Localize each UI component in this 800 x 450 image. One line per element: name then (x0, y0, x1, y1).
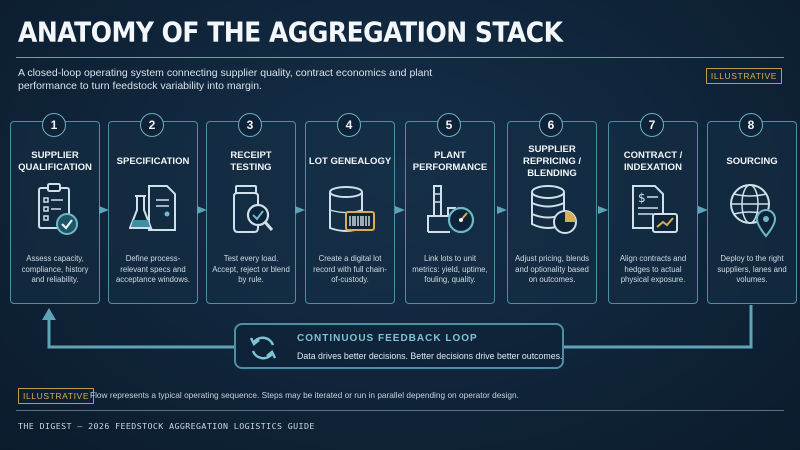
step-title: SUPPLIER QUALIFICATION (18, 150, 92, 173)
step-number: 5 (437, 113, 461, 137)
footer-credit: THE DIGEST — 2026 FEEDSTOCK AGGREGATION … (18, 421, 315, 431)
flow-arrow-icon (497, 206, 507, 214)
jar-magnifier-icon (233, 185, 274, 233)
step-card-4: 4 LOT GENEALOGY Create a digital lot rec… (305, 113, 395, 304)
refresh-cycle-icon (249, 336, 277, 360)
step-title: SUPPLIER REPRICING / BLENDING (522, 144, 582, 179)
step-description: Define process-relevant specs and accept… (115, 254, 191, 284)
illustrative-badge: ILLUSTRATIVE (18, 388, 95, 404)
step-title: CONTRACT / INDEXATION (623, 150, 683, 173)
database-pie-icon (531, 185, 577, 234)
feedback-loop-box: CONTINUOUS FEEDBACK LOOP Data drives bet… (234, 323, 564, 369)
contract-chart-icon: $ (632, 185, 678, 233)
tank-barcode-icon (329, 186, 375, 232)
step-number: 3 (238, 113, 262, 137)
svg-text:$: $ (638, 191, 646, 205)
step-description: Assess capacity, compliance, history and… (21, 254, 89, 284)
step-number: 8 (739, 113, 763, 137)
step-description: Test every load. Accept, reject or blend… (212, 254, 290, 284)
step-title: RECEIPT TESTING (230, 150, 272, 173)
note-text: Flow represents a typical operating sequ… (90, 390, 519, 400)
step-title: PLANT PERFORMANCE (412, 150, 488, 173)
flow-arrow-icon (99, 206, 109, 214)
step-number: 4 (337, 113, 361, 137)
step-card-7: 7 CONTRACT / INDEXATION $ Align contract… (608, 113, 698, 304)
step-card-6: 6 SUPPLIER REPRICING / BLENDING Adjust p… (507, 113, 597, 304)
flow-arrow-icon (395, 206, 405, 214)
step-number: 7 (640, 113, 664, 137)
step-description: Align contracts and hedges to actual phy… (619, 254, 687, 284)
step-description: Adjust pricing, blends and optionality b… (514, 254, 590, 284)
flow-arrow-icon (197, 206, 207, 214)
feedback-loop-title: CONTINUOUS FEEDBACK LOOP (297, 333, 478, 344)
step-card-5: 5 PLANT PERFORMANCE Link lots to unit me… (405, 113, 495, 304)
step-description: Link lots to unit metrics: yield, uptime… (412, 254, 488, 284)
flask-document-icon (129, 185, 176, 231)
step-title: SOURCING (726, 156, 778, 167)
step-card-8: 8 SOURCING Deploy to the right suppliers… (707, 113, 797, 304)
step-card-2: 2 SPECIFICATION Define process-relevant … (108, 113, 198, 304)
step-description: Deploy to the right suppliers, lanes and… (717, 254, 787, 284)
step-card-3: 3 RECEIPT TESTING Test every load. Accep… (206, 113, 296, 304)
step-title: LOT GENEALOGY (308, 156, 392, 167)
step-card-1: 1 SUPPLIER QUALIFICATION Assess capacity… (10, 113, 100, 304)
flow-arrow-icon (598, 206, 608, 214)
intro-text: A closed-loop operating system connectin… (18, 67, 433, 92)
globe-pin-icon (730, 184, 777, 238)
step-description: Create a digital lot record with full ch… (313, 254, 387, 284)
flow-arrow-icon (698, 206, 708, 214)
footer-divider (16, 410, 784, 411)
step-number: 6 (539, 113, 563, 137)
feedback-loop-subtitle: Data drives better decisions. Better dec… (297, 351, 563, 361)
title-divider (16, 57, 784, 58)
page-title: ANATOMY OF THE AGGREGATION STACK (18, 16, 563, 48)
step-number: 1 (42, 113, 66, 137)
step-number: 2 (140, 113, 164, 137)
illustrative-badge: ILLUSTRATIVE (705, 68, 782, 84)
flow-arrow-icon (295, 206, 305, 214)
clipboard-check-icon (38, 183, 78, 235)
plant-gauge-icon (427, 185, 475, 234)
step-title: SPECIFICATION (116, 156, 190, 167)
